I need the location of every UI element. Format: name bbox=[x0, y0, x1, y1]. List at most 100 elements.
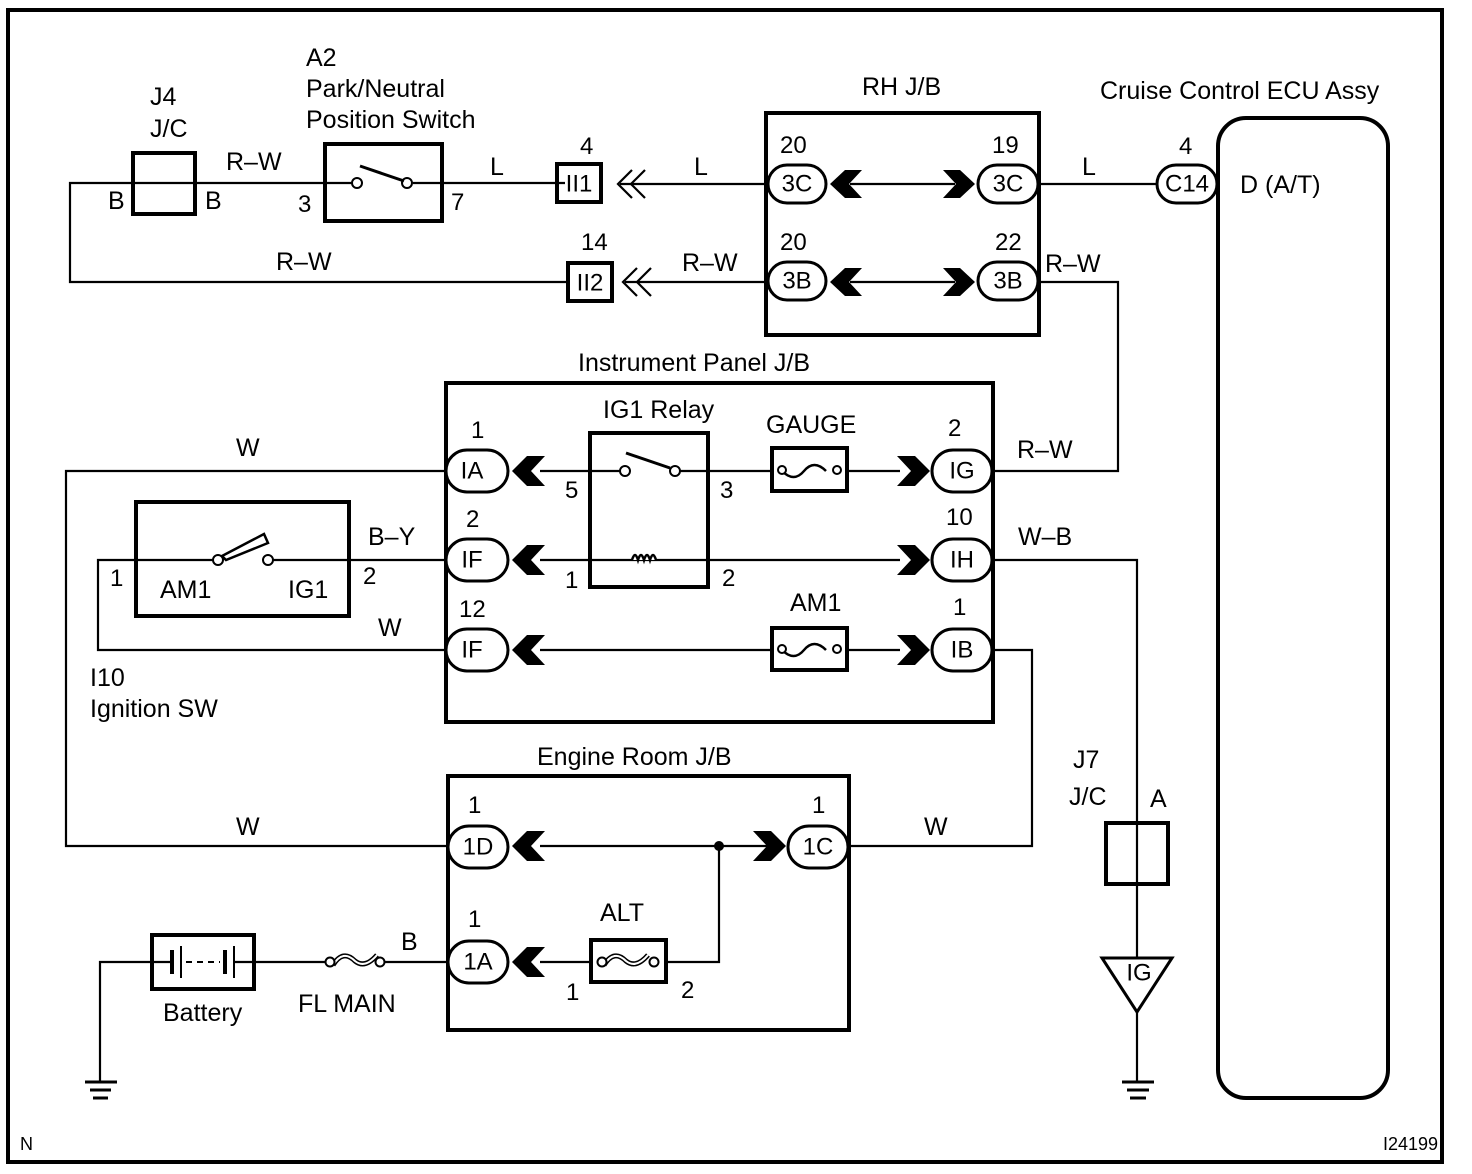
rh-junction-block: RH J/B 20 3C 19 3C 20 3B 22 3B bbox=[764, 73, 1041, 337]
ignition-key-icon bbox=[219, 532, 270, 562]
er-1a-pin: 1 bbox=[468, 906, 481, 933]
ign-name: Ignition SW bbox=[90, 695, 218, 723]
ip-ig-pin: 2 bbox=[948, 415, 961, 442]
arrow-left-icon bbox=[830, 170, 862, 198]
ip-ia-label: IA bbox=[461, 458, 484, 485]
ip-ib-pin: 1 bbox=[953, 594, 966, 621]
er-1d-label: 1D bbox=[463, 834, 494, 861]
a2-name-line1: Park/Neutral bbox=[306, 75, 445, 103]
wire-color-ia-left: W bbox=[236, 434, 260, 462]
fuse-alt-label: ALT bbox=[600, 899, 644, 927]
er-1a-label: 1A bbox=[463, 949, 492, 976]
j4-id: J4 bbox=[150, 83, 177, 111]
j4-pin-left: B bbox=[108, 187, 125, 215]
rh-3c-left-label: 3C bbox=[782, 171, 813, 198]
ii2-label: II2 bbox=[577, 270, 604, 297]
ground-icon bbox=[85, 1080, 117, 1100]
a2-id: A2 bbox=[306, 44, 337, 72]
relay-pin-1: 1 bbox=[565, 567, 578, 594]
fusible-link-alt bbox=[589, 938, 668, 984]
rh-3c-right-label: 3C bbox=[993, 171, 1024, 198]
wire-color-1c-out: W bbox=[924, 813, 948, 841]
ip-if12-pin: 12 bbox=[459, 596, 486, 623]
ip-if12-label: IF bbox=[461, 637, 482, 664]
rh-3b-right-pin: 22 bbox=[995, 229, 1022, 256]
ignition-switch: AM1 IG1 1 2 I10 Ignition SW bbox=[90, 500, 446, 723]
ip-jb-title: Instrument Panel J/B bbox=[578, 349, 810, 377]
relay-coil-icon bbox=[630, 553, 658, 565]
ip-ih-label: IH bbox=[950, 547, 974, 574]
ii1-connector: 4 II1 bbox=[555, 133, 646, 204]
ip-ih-pin: 10 bbox=[946, 504, 973, 531]
ecu-title: Cruise Control ECU Assy bbox=[1100, 77, 1380, 105]
ip-ia-pin: 1 bbox=[471, 417, 484, 444]
ecu-terminal: D (A/T) bbox=[1240, 171, 1321, 199]
connector-3c-left bbox=[766, 163, 828, 205]
connector-1c bbox=[786, 824, 850, 870]
wire-ia-to-1d bbox=[64, 469, 446, 848]
switch-contact-icon bbox=[351, 177, 363, 189]
rh-3b-right-label: 3B bbox=[993, 268, 1022, 295]
ground-point-label: IG bbox=[1126, 960, 1151, 987]
ii2-connector: 14 II2 bbox=[566, 229, 652, 303]
rh-3c-left-pin: 20 bbox=[780, 132, 807, 159]
fuse-am1-label: AM1 bbox=[790, 589, 841, 617]
fuse-gauge bbox=[770, 446, 849, 493]
ign-pin-right: 2 bbox=[363, 563, 376, 590]
a2-pin-out: 7 bbox=[451, 189, 464, 216]
a2-name-line2: Position Switch bbox=[306, 106, 476, 134]
relay-pin-5: 5 bbox=[565, 477, 578, 504]
ign-term-right: IG1 bbox=[288, 576, 328, 604]
er-1c-label: 1C bbox=[803, 834, 834, 861]
park-neutral-position-switch: A2 Park/Neutral Position Switch 3 7 bbox=[298, 44, 565, 223]
relay-pin-3: 3 bbox=[720, 477, 733, 504]
er-1c-pin: 1 bbox=[812, 792, 825, 819]
wire-color-a2-ii1: L bbox=[490, 153, 504, 181]
connector-3b-left bbox=[766, 260, 828, 302]
wire-color-ih-out: W–B bbox=[1018, 523, 1072, 551]
switch-blade-icon bbox=[359, 164, 405, 183]
wire-loop-rw bbox=[68, 181, 568, 284]
wire-3b-to-ig bbox=[992, 280, 1120, 473]
wire-color-ign-to-if: B–Y bbox=[368, 523, 416, 551]
instrument-panel-junction-block: Instrument Panel J/B IG1 Relay 5 3 1 2 G… bbox=[444, 349, 995, 724]
ip-ib-label: IB bbox=[951, 637, 974, 664]
wire-color-ii2-rh: R–W bbox=[682, 249, 738, 277]
er-1d-pin: 1 bbox=[468, 792, 481, 819]
relay-pin-2: 2 bbox=[722, 565, 735, 592]
j7-id: J7 bbox=[1073, 746, 1099, 774]
ign-pin-left: 1 bbox=[110, 565, 123, 592]
j7-junction-connector: J7 J/C A bbox=[1069, 746, 1170, 886]
ii2-pin: 14 bbox=[581, 229, 608, 256]
ii1-pin: 4 bbox=[580, 133, 593, 160]
fuse-alt-pin-1: 1 bbox=[566, 979, 579, 1006]
ign-term-left: AM1 bbox=[160, 576, 211, 604]
rh-3b-left-label: 3B bbox=[782, 268, 811, 295]
wire-color-loop-bottom: R–W bbox=[276, 248, 332, 276]
j4-pin-right: B bbox=[205, 187, 222, 215]
fl-main-fusible-link: FL MAIN bbox=[298, 953, 396, 1018]
j4-junction-connector: J4 J/C B B bbox=[108, 83, 222, 216]
connector-ig bbox=[930, 448, 994, 494]
j7-pin: A bbox=[1150, 785, 1167, 813]
wire-ih-to-j7 bbox=[992, 558, 1139, 958]
ecu-connector: C14 bbox=[1165, 171, 1209, 198]
ign-id: I10 bbox=[90, 664, 125, 692]
ip-if2-pin: 2 bbox=[466, 506, 479, 533]
fuse-alt-pin-2: 2 bbox=[681, 977, 694, 1004]
wire-color-if12-left: W bbox=[378, 614, 402, 642]
ip-if2-label: IF bbox=[461, 547, 482, 574]
arrow-right-icon bbox=[943, 170, 975, 198]
ii1-label: II1 bbox=[566, 171, 593, 198]
ip-ig-label: IG bbox=[949, 458, 974, 485]
j4-type: J/C bbox=[150, 115, 188, 143]
corner-mark: N bbox=[20, 1134, 33, 1154]
connector-1d bbox=[446, 824, 510, 870]
rh-jb-title: RH J/B bbox=[862, 73, 941, 101]
wire-color-j4-a2: R–W bbox=[226, 148, 282, 176]
wire-color-rh-ecu: L bbox=[1082, 153, 1096, 181]
ecu-pin: 4 bbox=[1179, 133, 1192, 160]
a2-pin-in: 3 bbox=[298, 191, 311, 218]
engine-room-junction-block: Engine Room J/B 1 1D 1 1C 1 1A ALT 1 2 bbox=[446, 743, 851, 1032]
